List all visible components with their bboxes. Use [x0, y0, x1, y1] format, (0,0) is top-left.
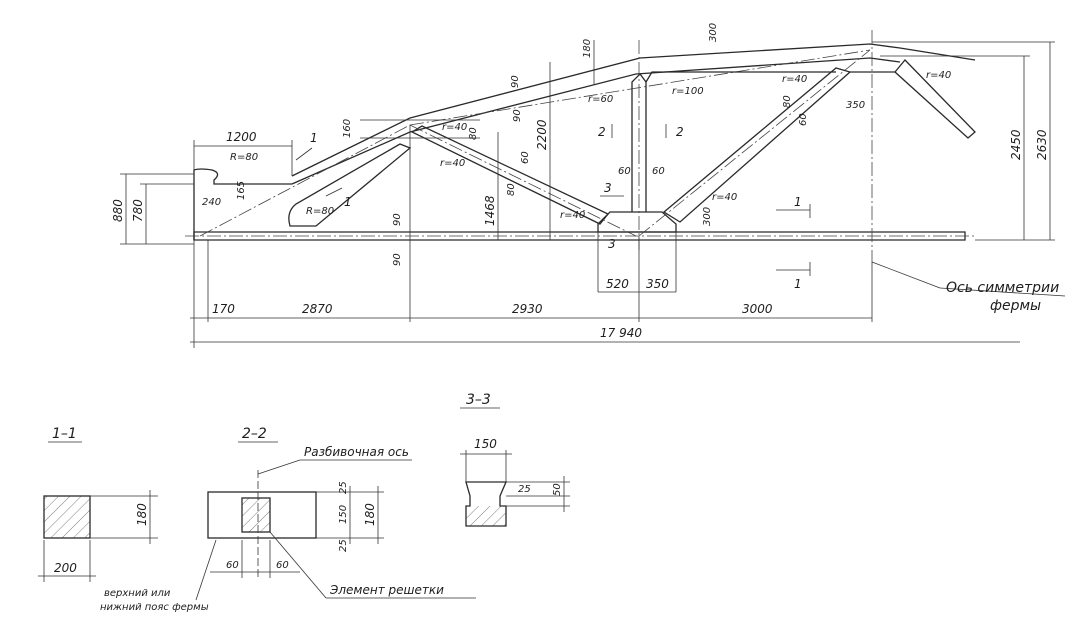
top-chord-axis-1 [199, 124, 411, 237]
symmetry-leader-underline [939, 287, 1066, 297]
mark-3-bottom: 3 [608, 237, 616, 251]
section-1-arrow-left [295, 147, 313, 161]
section-2-2-axis-label: Разбивочная ось [304, 445, 409, 459]
section-3-3-150: 150 [474, 437, 497, 451]
top-chord-axis-2 [409, 49, 871, 126]
dim-62: 60 [520, 151, 531, 164]
dim-300-mid: 300 [702, 207, 713, 226]
dim-r40-d: r=40 [782, 74, 807, 85]
dim-90-d: 90 [510, 75, 521, 88]
top-chord-lower-edge [291, 57, 901, 185]
dim-300-top: 300 [708, 23, 719, 42]
dim-60-c: 60 [652, 166, 665, 177]
support-end [193, 168, 292, 240]
mark-2-left: 2 [598, 125, 606, 139]
dim-r80-bottom: R=80 [306, 206, 334, 217]
dim-r40-b: r=40 [440, 158, 465, 169]
dim-780: 780 [131, 199, 145, 222]
dim-80-c: 80 [782, 95, 793, 108]
dim-1200: 1200 [226, 130, 257, 144]
dim-80-b: 80 [506, 183, 517, 196]
section-1-1-height: 180 [135, 503, 149, 526]
section-3-3-title: 3–3 [466, 392, 491, 408]
dim-520: 520 [606, 277, 629, 291]
symmetry-leader [871, 261, 941, 289]
dim-3000: 3000 [742, 302, 773, 316]
mark-1-right-bottom: 1 [794, 277, 802, 291]
dim-350-bottom: 350 [646, 277, 669, 291]
section-2-2-element [241, 497, 271, 533]
section-2-2-25-bottom: 25 [338, 539, 349, 552]
diagonal-2-axis [638, 49, 871, 237]
dim-170: 170 [212, 302, 235, 316]
dim-r40-f: r=40 [712, 192, 737, 203]
dim-60-b: 60 [618, 166, 631, 177]
dim-350-top: 350 [846, 100, 865, 111]
left-panel [288, 143, 412, 227]
central-post [631, 73, 647, 212]
symmetry-axis-label-2: фермы [990, 298, 1041, 314]
section-2-2-chord-label-1: верхний или [104, 588, 171, 599]
section-2-2-150: 150 [338, 505, 349, 524]
mark-2-right: 2 [676, 125, 684, 139]
section-1-1-profile [43, 495, 91, 539]
dim-160: 160 [342, 119, 353, 138]
dim-240: 240 [202, 197, 221, 208]
dim-80-a: 80 [468, 127, 479, 140]
section-1-1: 1–1 180 200 [38, 426, 158, 582]
dim-1468: 1468 [483, 195, 497, 226]
dim-90-a: 90 [392, 213, 403, 226]
truss-elevation: Ось симметрии фермы 170 2870 2930 3000 1… [111, 23, 1066, 348]
diagonal-3 [894, 59, 976, 139]
section-2-2-chord [207, 491, 317, 539]
dim-2200: 2200 [535, 119, 549, 150]
dim-2870: 2870 [302, 302, 333, 316]
dim-2450: 2450 [1009, 129, 1023, 160]
dim-r40-a: r=40 [442, 122, 467, 133]
dim-2630: 2630 [1035, 129, 1049, 160]
section-2-2-60-right: 60 [276, 560, 289, 571]
mark-3-top: 3 [604, 181, 612, 195]
mark-1-left: 1 [310, 131, 318, 145]
mark-1-left-b: 1 [344, 195, 352, 209]
dim-880: 880 [111, 199, 125, 222]
section-2-2-chord-label-2: нижний пояс фермы [100, 602, 209, 613]
dim-r80-top: R=80 [230, 152, 258, 163]
dim-r40-c: r=40 [560, 210, 585, 221]
dim-r100: r=100 [672, 86, 704, 97]
dim-r60: r=60 [588, 94, 613, 105]
dim-2930: 2930 [512, 302, 543, 316]
symmetry-axis-label: Ось симметрии [946, 280, 1059, 296]
section-2-2-60-left: 60 [226, 560, 239, 571]
section-2-2-title: 2–2 [242, 426, 267, 442]
section-1-1-width: 200 [54, 561, 77, 575]
dim-90-b: 90 [392, 253, 403, 266]
dim-90-c: 90 [512, 109, 523, 122]
top-chord-upper-edge [291, 43, 976, 177]
diagonal-1-axis [409, 124, 637, 237]
dim-60-d: 60 [798, 113, 809, 126]
dim-180-top: 180 [582, 39, 593, 58]
section-2-2-element-label: Элемент решетки [329, 583, 444, 597]
section-2-2-25-top: 25 [338, 481, 349, 494]
dim-r40-e: r=40 [926, 70, 951, 81]
section-2-2: 2–2 Разбивочная ось 25 150 25 180 60 60 … [100, 426, 476, 613]
dim-total: 17 940 [600, 326, 642, 340]
section-3-3: 3–3 150 25 50 [460, 392, 570, 527]
section-1-1-title: 1–1 [52, 426, 77, 442]
dim-165: 165 [236, 181, 247, 200]
top-node [645, 71, 895, 83]
section-2-2-180: 180 [363, 503, 377, 526]
section-3-3-50: 50 [552, 483, 563, 496]
section-3-3-25: 25 [518, 484, 531, 495]
mark-1-right-top: 1 [794, 195, 802, 209]
bottom-node [597, 211, 677, 233]
